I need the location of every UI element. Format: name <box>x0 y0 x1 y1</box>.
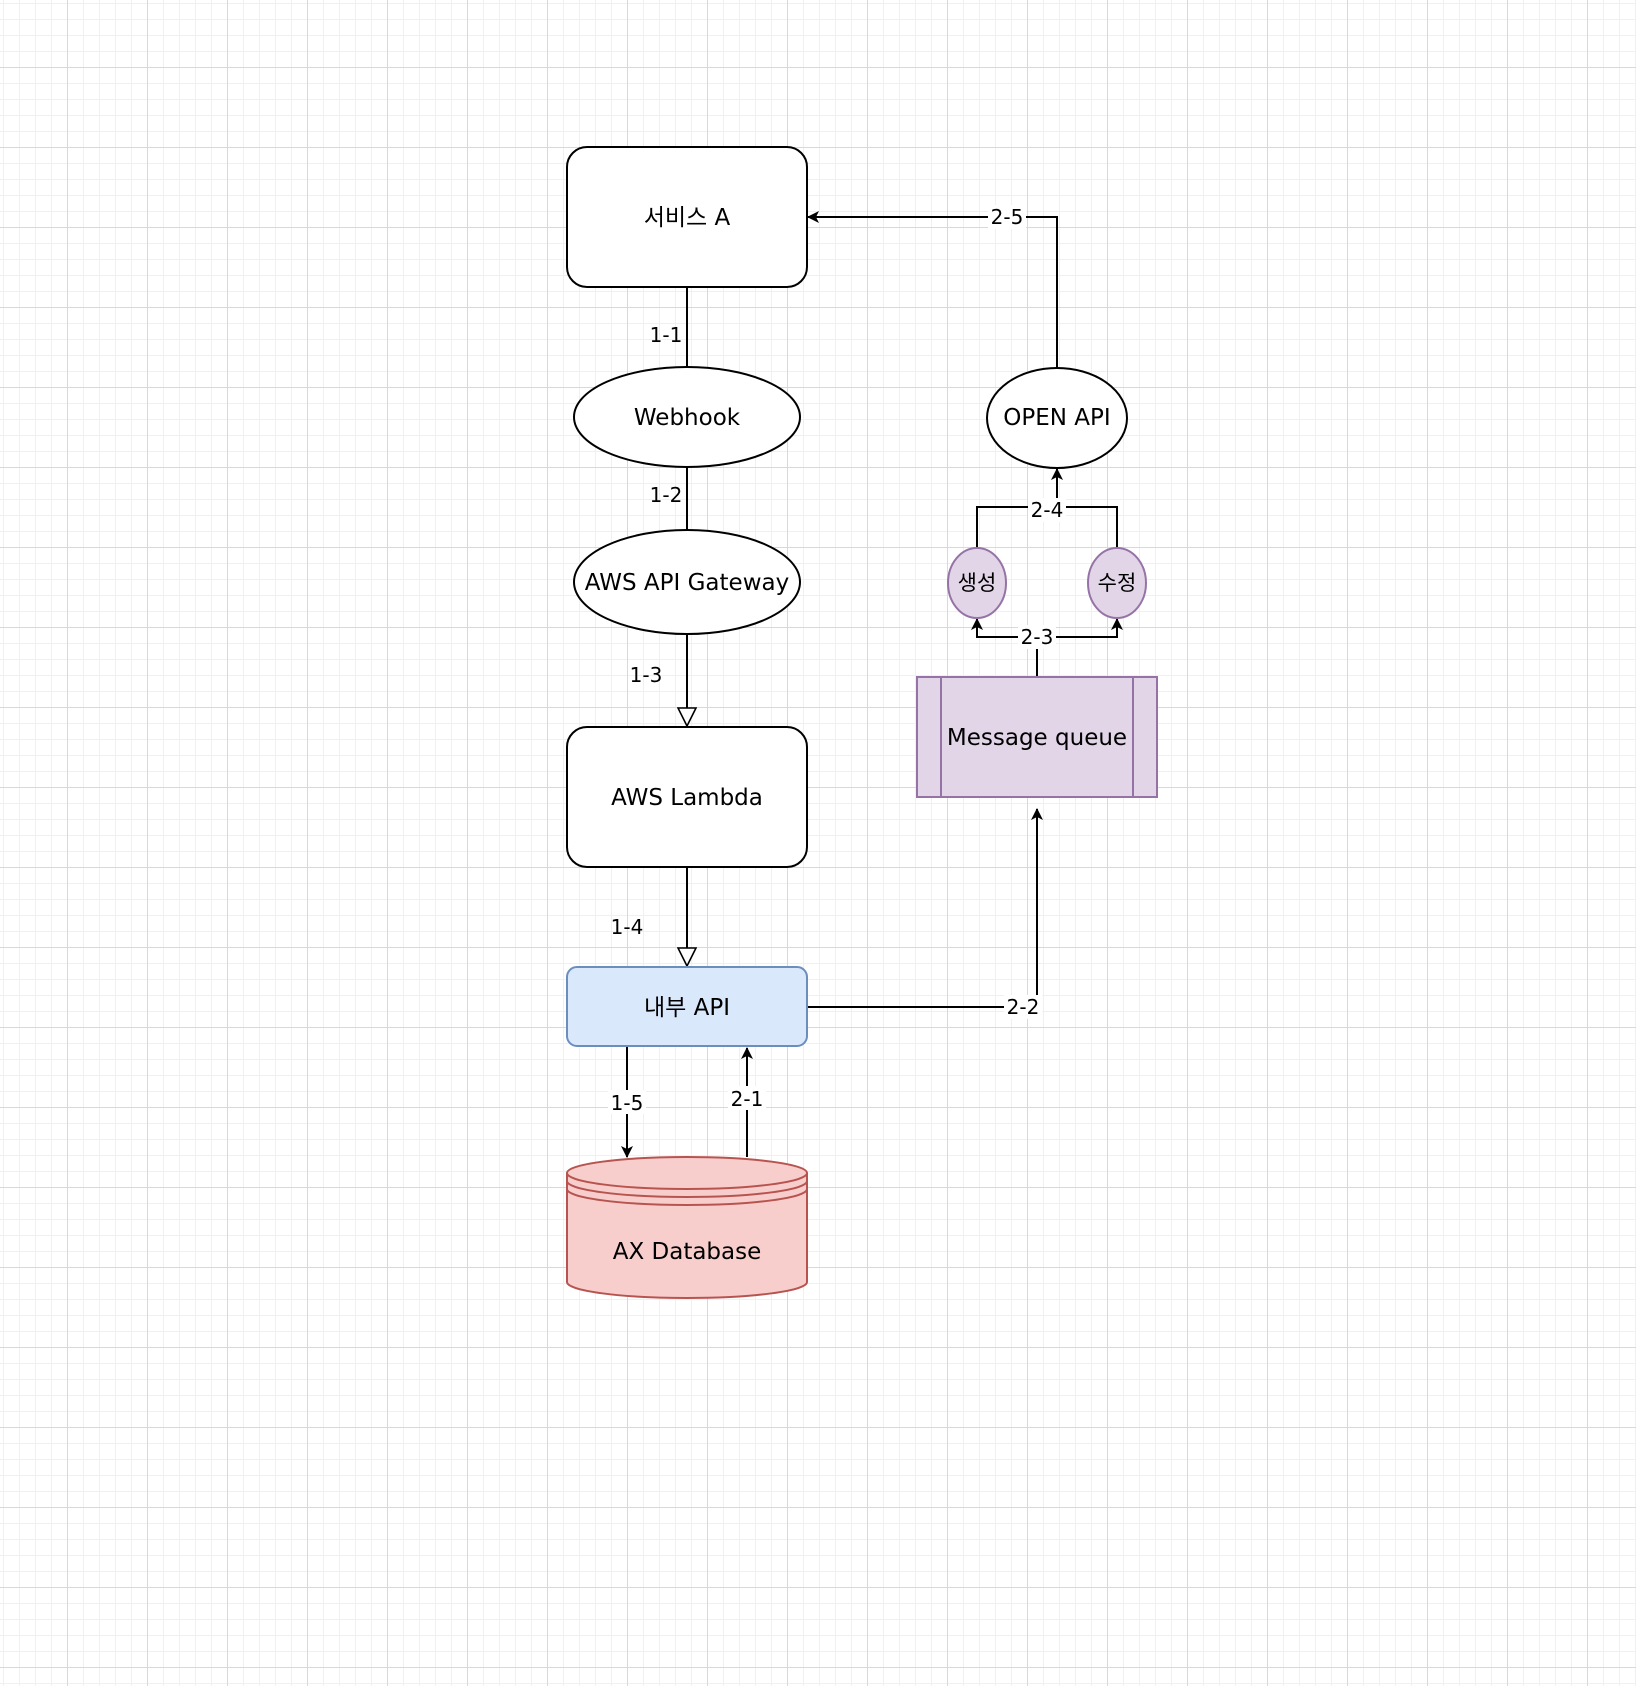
edge-label-bg-1-5 <box>608 1090 646 1114</box>
edge-label-2-5: 2-5 <box>991 205 1024 229</box>
node-webhook-label: Webhook <box>634 405 741 431</box>
node-internal-api-label: 내부 API <box>644 995 730 1021</box>
edge-label-bg-2-2 <box>1004 995 1042 1019</box>
edge-2-4-create[interactable] <box>976 468 1063 548</box>
node-api-gateway-label: AWS API Gateway <box>585 570 789 596</box>
edge-2-3-update[interactable] <box>1037 618 1123 638</box>
edge-label-1-3: 1-3 <box>630 663 663 687</box>
node-message-queue-label: Message queue <box>947 725 1127 751</box>
node-service-a[interactable]: 서비스 A <box>566 146 808 288</box>
edge-label-bg-2-1 <box>728 1086 766 1110</box>
edge-label-bg-2-4 <box>1028 498 1066 522</box>
edge-label-2-4: 2-4 <box>1031 498 1064 522</box>
node-lambda-label: AWS Lambda <box>611 785 763 811</box>
edge-label-1-5: 1-5 <box>611 1091 644 1115</box>
node-create-label: 생성 <box>958 571 997 595</box>
edge-label-1-2: 1-2 <box>650 483 683 507</box>
node-open-api-label: OPEN API <box>1003 405 1110 431</box>
edge-label-2-3: 2-3 <box>1021 625 1054 649</box>
edge-2-3-create[interactable] <box>971 618 1038 677</box>
node-service-a-label: 서비스 A <box>644 205 731 231</box>
edge-label-2-2: 2-2 <box>1007 995 1040 1019</box>
node-internal-api[interactable]: 내부 API <box>566 966 808 1047</box>
node-message-queue[interactable]: Message queue <box>916 676 1158 798</box>
edge-label-2-1: 2-1 <box>731 1087 764 1111</box>
node-open-api[interactable]: OPEN API <box>986 367 1128 469</box>
node-create[interactable]: 생성 <box>947 547 1007 619</box>
node-update[interactable]: 수정 <box>1087 547 1147 619</box>
edge-label-bg-2-3 <box>1018 625 1056 649</box>
edge-2-2[interactable] <box>807 808 1043 1008</box>
node-lambda[interactable]: AWS Lambda <box>566 726 808 868</box>
edge-label-1-1: 1-1 <box>650 323 683 347</box>
node-api-gateway[interactable]: AWS API Gateway <box>573 529 801 635</box>
edge-label-1-4: 1-4 <box>611 915 644 939</box>
node-update-label: 수정 <box>1098 571 1137 595</box>
node-database[interactable]: AX Database <box>566 1156 808 1299</box>
node-database-label: AX Database <box>613 1239 762 1265</box>
node-webhook[interactable]: Webhook <box>573 366 801 468</box>
edge-2-5[interactable] <box>807 211 1058 368</box>
edge-label-bg-2-5 <box>988 205 1026 229</box>
edge-2-4-update[interactable] <box>1057 506 1118 548</box>
